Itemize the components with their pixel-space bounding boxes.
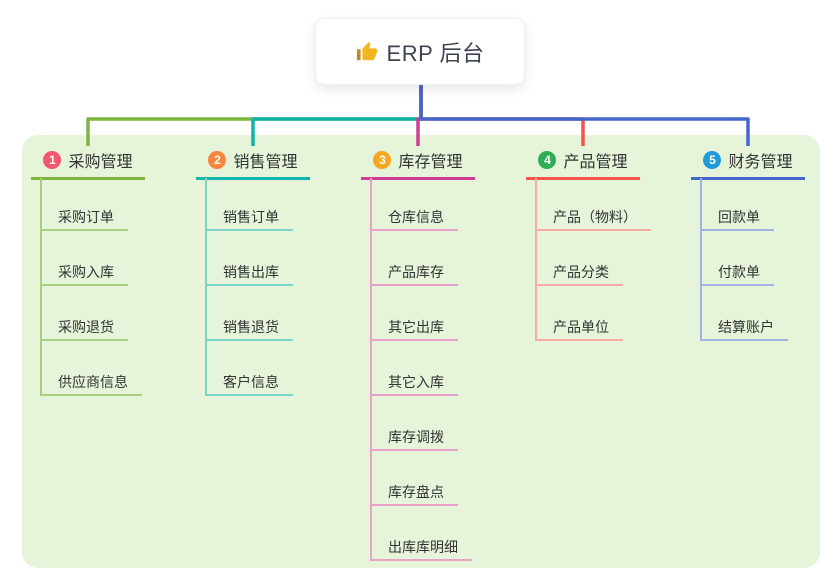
root-title: ERP 后台 bbox=[386, 40, 485, 66]
branch-topic[interactable]: 3 库存管理 bbox=[361, 146, 475, 180]
child-node[interactable]: 销售退货 bbox=[205, 317, 293, 341]
child-node[interactable]: 供应商信息 bbox=[40, 372, 142, 396]
branch-children-line bbox=[700, 178, 702, 341]
child-node[interactable]: 其它入库 bbox=[370, 372, 458, 396]
child-node[interactable]: 其它出库 bbox=[370, 317, 458, 341]
branch-topic-label: 产品管理 bbox=[563, 154, 628, 171]
child-node[interactable]: 产品分类 bbox=[535, 262, 623, 286]
branch-number-badge: 3 bbox=[373, 151, 392, 169]
branch-topic[interactable]: 1 采购管理 bbox=[31, 146, 145, 180]
child-node[interactable]: 出库库明细 bbox=[370, 537, 472, 561]
child-node[interactable]: 采购入库 bbox=[40, 262, 128, 286]
child-node[interactable]: 产品（物料） bbox=[535, 207, 651, 231]
branch-topic[interactable]: 4 产品管理 bbox=[526, 146, 640, 180]
child-node[interactable]: 采购订单 bbox=[40, 207, 128, 231]
branch-number-badge: 4 bbox=[538, 151, 557, 169]
root-node[interactable]: ERP 后台 bbox=[315, 18, 525, 85]
child-node[interactable]: 结算账户 bbox=[700, 317, 788, 341]
branch-topic-label: 库存管理 bbox=[398, 154, 463, 171]
child-node[interactable]: 付款单 bbox=[700, 262, 774, 286]
branch-number-badge: 5 bbox=[703, 151, 722, 169]
child-node[interactable]: 采购退货 bbox=[40, 317, 128, 341]
branch-children-line bbox=[205, 178, 207, 396]
branch-topic-label: 销售管理 bbox=[233, 154, 298, 171]
branch-topic[interactable]: 2 销售管理 bbox=[196, 146, 310, 180]
child-node[interactable]: 库存盘点 bbox=[370, 482, 458, 506]
branch-number-badge: 2 bbox=[208, 151, 227, 169]
thumbs-up-icon bbox=[356, 41, 378, 63]
child-node[interactable]: 销售出库 bbox=[205, 262, 293, 286]
child-node[interactable]: 产品库存 bbox=[370, 262, 458, 286]
child-node[interactable]: 产品单位 bbox=[535, 317, 623, 341]
child-node[interactable]: 客户信息 bbox=[205, 372, 293, 396]
branch-topic[interactable]: 5 财务管理 bbox=[691, 146, 805, 180]
branches-background-container bbox=[22, 135, 820, 568]
child-node[interactable]: 回款单 bbox=[700, 207, 774, 231]
branch-topic-label: 财务管理 bbox=[728, 154, 793, 171]
child-node[interactable]: 库存调拨 bbox=[370, 427, 458, 451]
child-node[interactable]: 仓库信息 bbox=[370, 207, 458, 231]
branch-children-line bbox=[535, 178, 537, 341]
branch-children-line bbox=[370, 178, 372, 561]
branch-number-badge: 1 bbox=[43, 151, 62, 169]
branch-children-line bbox=[40, 178, 42, 396]
branch-topic-label: 采购管理 bbox=[68, 154, 133, 171]
child-node[interactable]: 销售订单 bbox=[205, 207, 293, 231]
